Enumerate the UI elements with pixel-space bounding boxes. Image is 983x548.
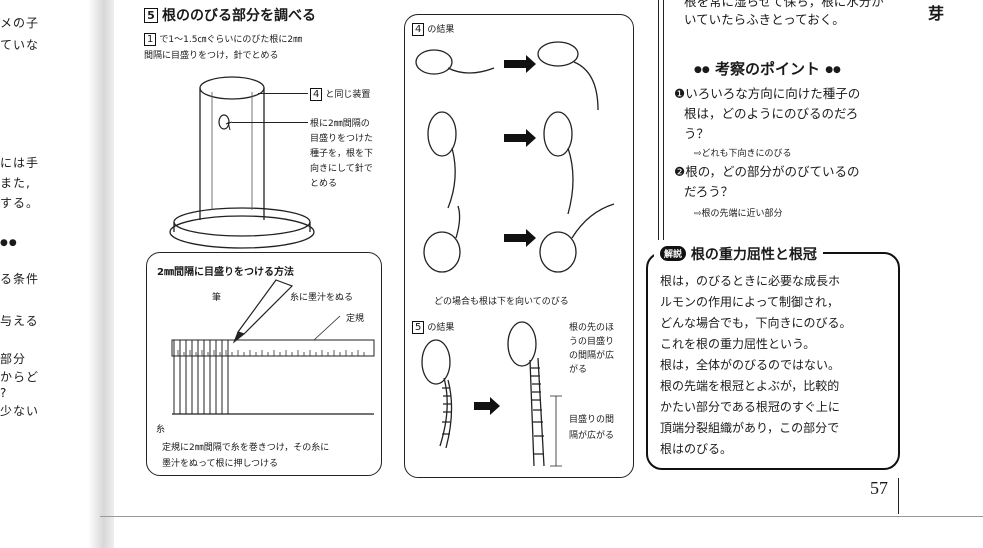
step-text-1: で1～1.5㎝ぐらいにのびた根に2㎜ [159, 35, 303, 45]
seed-note-5: とめる [310, 179, 338, 189]
apparatus-ref-text: と同じ装置 [325, 90, 371, 100]
result5-note-bottom-1: 目盛りの間 [569, 415, 615, 425]
commentary-line-8: 頂端分裂組織があり，この部分で [660, 421, 840, 435]
marking-illustration [171, 279, 375, 415]
left-text-11: 少ない [0, 404, 40, 418]
pen-label: 筆 [212, 293, 222, 303]
gutter-shadow [88, 0, 114, 548]
q2-line-2: だろう？ [684, 184, 734, 199]
left-text-5: する。 [0, 196, 40, 210]
step-line-2: 間隔に目盛りをつけ，針でとめる [144, 51, 279, 61]
result5-note-top-1: 根の先のほ [569, 323, 615, 333]
result4-illustration [415, 41, 615, 273]
marking-method-box [146, 252, 382, 476]
marking-caption-2: 墨汁をぬって根に押しつける [162, 459, 279, 469]
commentary-line-1: 根は，のびるときに必要な成長ホ [660, 274, 841, 288]
commentary-line-2: ルモンの作用によって制御され， [660, 295, 840, 309]
result4-number: 4 [412, 23, 425, 36]
left-text-1: メの子 [0, 16, 40, 30]
left-text-9: からど [0, 370, 40, 384]
left-deco: ●● [0, 238, 18, 248]
page-number-rule [898, 478, 899, 514]
result5-illustration [421, 321, 562, 467]
commentary-title: 根の重力屈性と根冠 [690, 247, 817, 263]
left-page-strip [0, 0, 100, 548]
result4-label: の結果 [427, 25, 455, 35]
seed-note-2: 目盛りをつけた [310, 134, 374, 144]
step-number: 1 [144, 33, 157, 46]
apparatus-ref-number: 4 [310, 88, 323, 101]
apparatus-leader [258, 93, 308, 94]
seed-note-4: 向きにして針で [310, 164, 373, 174]
marking-caption-1: 定規に2㎜間隔で糸を巻きつけ，その糸に [162, 443, 330, 453]
result5-note-bottom-2: 隔が広がる [569, 431, 615, 441]
section-title: 5 根ののびる部分を調べる [144, 5, 316, 25]
apparatus-illustration [169, 76, 315, 249]
seed-note-3: 種子を，根を下 [310, 149, 374, 159]
commentary-line-5: 根は，全体がのびるのではない。 [660, 358, 841, 372]
commentary-heading: 解説 根の重力屈性と根冠 [654, 244, 823, 264]
left-text-10: ? [0, 386, 8, 400]
bottom-edge [100, 516, 983, 517]
commentary-line-6: 根の先端を根冠とよぶが，比較的 [660, 379, 840, 393]
marking-box-title: 2㎜間隔に目盛りをつける方法 [157, 267, 294, 278]
commentary-line-9: 根はのびる。 [660, 442, 733, 456]
commentary-badge: 解説 [660, 246, 687, 261]
thread-label: 糸 [156, 425, 166, 435]
result4-caption: どの場合も根は下を向いてのびる [434, 297, 569, 307]
seed-note-1: 根に2㎜間隔の [310, 119, 370, 129]
side-character: 芽 [928, 4, 945, 23]
consider-deco-right: ●● [825, 65, 841, 75]
section-heading: 根ののびる部分を調べる [162, 8, 316, 24]
consider-deco-left: ●● [694, 65, 710, 75]
q1-line-3: う？ [684, 126, 710, 141]
result5-note-top-2: うの目盛り [569, 337, 615, 347]
left-text-2: ていな [0, 38, 40, 52]
left-text-4: また, [0, 176, 31, 190]
consider-title: 考察のポイント [714, 60, 820, 78]
seed-leader [232, 122, 308, 123]
result5-note-top-3: の間隔が広 [569, 351, 615, 361]
left-text-3: には手 [0, 156, 40, 170]
q2-line-1: ❷根の，どの部分がのびているの [674, 164, 860, 179]
section-number: 5 [144, 8, 158, 23]
a1-text: ⇨どれも下向きにのびる [694, 149, 792, 159]
commentary-line-7: かたい部分である根冠のすぐ上に [660, 400, 840, 414]
ink-label: 糸に墨汁をぬる [290, 293, 354, 303]
commentary-line-4: これを根の重力屈性という。 [660, 337, 816, 351]
column-divider [658, 0, 664, 240]
page-number: 57 [870, 478, 888, 498]
left-text-7: 与える [0, 314, 39, 328]
q1-line-1: ❶いろいろな方向に向けた種子の [674, 86, 861, 101]
left-text-8: 部分 [0, 352, 27, 366]
result5-label: の結果 [427, 323, 455, 333]
q1-line-2: 根は，どのようにのびるのだろ [684, 106, 859, 121]
left-text-6: る条件 [0, 272, 40, 286]
consider-heading: ●● 考察のポイント ●● [694, 58, 841, 79]
results-panel [404, 14, 634, 478]
commentary-line-3: どんな場合でも，下向きにのびる。 [660, 316, 852, 330]
ruler-label: 定規 [346, 314, 365, 324]
result5-number: 5 [412, 321, 425, 334]
top-right-line-2: いていたらふきとっておく。 [684, 12, 845, 27]
top-right-line-1: 根を常に湿らせて保ち，根に水分が [684, 0, 884, 9]
a2-text: ⇨根の先端に近い部分 [694, 209, 783, 219]
result5-note-top-4: がる [569, 365, 588, 375]
